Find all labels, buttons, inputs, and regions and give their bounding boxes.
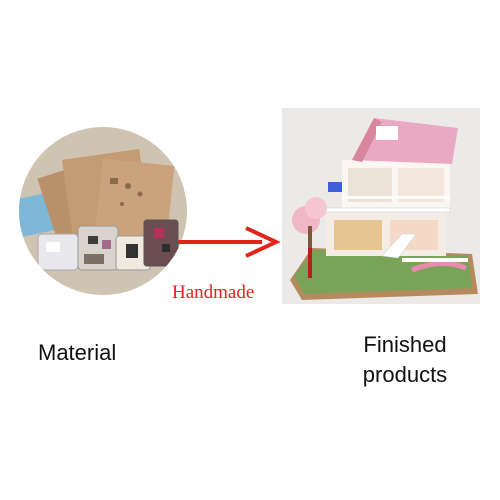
right-arrow-icon — [178, 226, 281, 258]
handmade-label: Handmade — [172, 282, 255, 303]
finished-product-photo — [282, 108, 480, 304]
material-photo — [19, 127, 187, 295]
finished-caption-line2: products — [362, 362, 448, 387]
finished-caption-line1: Finished — [363, 332, 447, 357]
material-caption: Material — [38, 340, 117, 365]
finished-products-caption: Finished products — [330, 330, 480, 390]
